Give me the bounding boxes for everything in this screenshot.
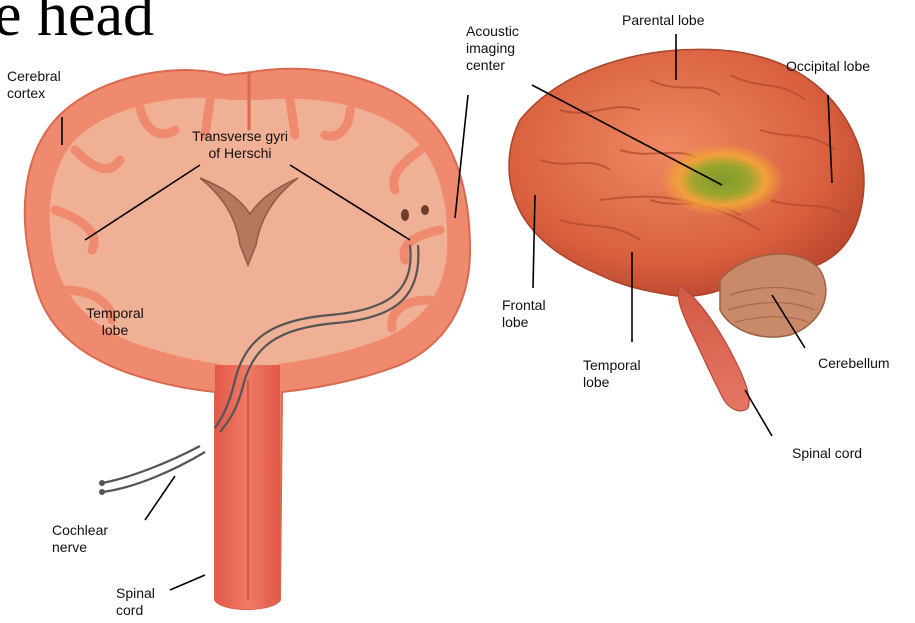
label-cochlear-nerve: Cochlear nerve	[52, 522, 108, 556]
lateral-brain	[509, 49, 864, 410]
label-spinal-cord-coronal: Spinal cord	[116, 585, 155, 619]
label-cerebral-cortex: Cerebral cortex	[7, 68, 61, 102]
label-acoustic-imaging-center: Acoustic imaging center	[466, 23, 519, 74]
label-occipital-lobe: Occipital lobe	[786, 58, 870, 75]
label-temporal-lobe-coronal: Temporal lobe	[80, 305, 150, 339]
acoustic-imaging-highlight	[660, 144, 784, 216]
label-transverse-gyri: Transverse gyri of Herschi	[180, 128, 300, 162]
label-spinal-cord-lateral: Spinal cord	[792, 445, 862, 462]
label-temporal-lobe-lateral: Temporal lobe	[583, 357, 641, 391]
label-parental-lobe: Parental lobe	[622, 12, 705, 29]
label-cerebellum: Cerebellum	[818, 355, 890, 372]
label-frontal-lobe: Frontal lobe	[502, 297, 546, 331]
